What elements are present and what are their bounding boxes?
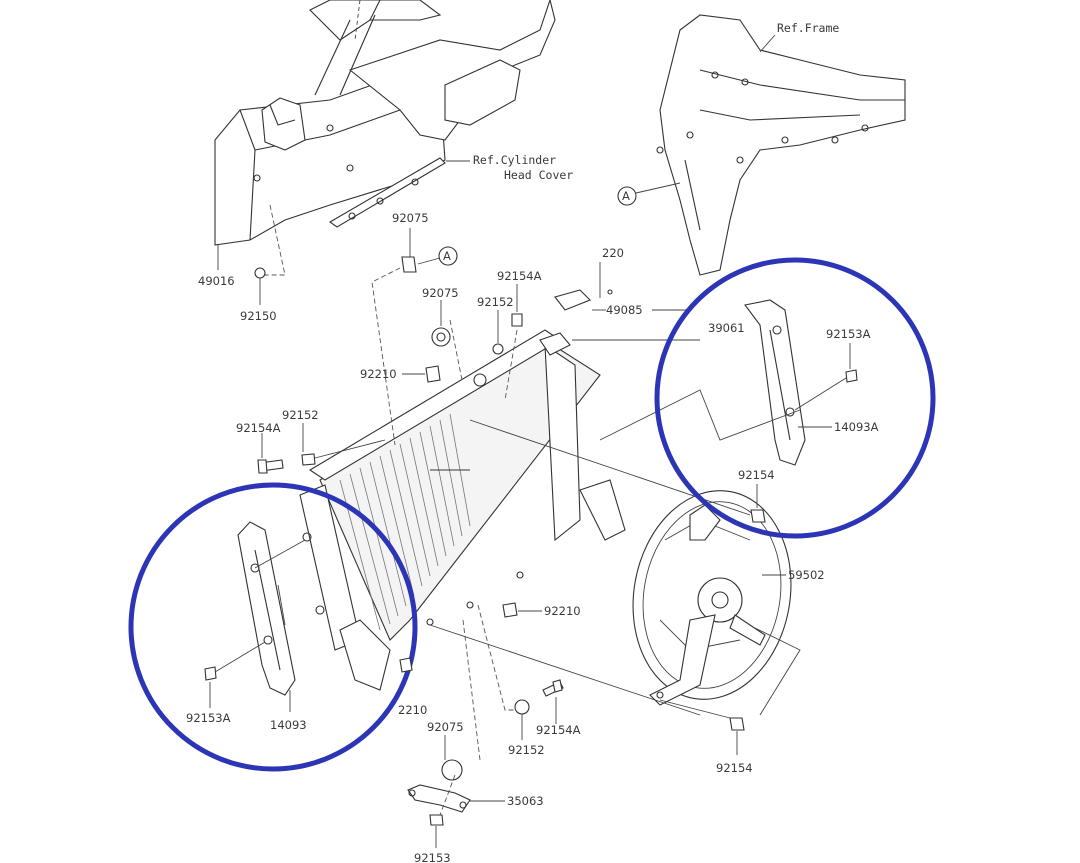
ref-head-cover-label: Head Cover [504,168,573,182]
part-label-92153a-left: 92153A [186,711,231,725]
part-label-92152-top: 92152 [477,295,514,309]
marker-a-frame [617,186,637,206]
part-label-92075-mid: 92075 [422,286,459,300]
frame-tube-outline [309,0,442,96]
part-label-14093: 14093 [270,718,307,732]
collar-92152-bottom-icon [514,699,530,715]
part-label-59502: 59502 [788,568,825,582]
part-label-92210-top: 92210 [360,367,397,381]
marker-a-grommet [438,246,458,266]
part-label-92210-bottom: 2210 [398,703,427,717]
part-label-35063: 35063 [507,794,544,808]
part-label-92210-mid: 92210 [544,604,581,618]
part-label-92154-bottom: 92154 [716,761,753,775]
bolt-92154a-left-icon [257,459,284,474]
part-label-92154a-top: 92154A [497,269,542,283]
part-label-92150: 92150 [240,309,277,323]
bolt-92154a-bottom-icon [542,679,564,697]
part-label-220: 220 [602,246,624,260]
grommet-92075-bottom-icon [441,759,463,781]
radiator-core [299,329,626,691]
marker-a-frame-letter: A [622,189,630,203]
ref-frame-label: Ref.Frame [777,21,839,35]
part-label-92153a-right: 92153A [826,327,871,341]
part-label-92152-left: 92152 [282,408,319,422]
clip-92210-mid-icon [502,602,518,618]
part-label-92154a-bottom: 92154A [536,723,581,737]
part-label-49016: 49016 [198,274,235,288]
side-cover-14093 [237,521,325,696]
grommet-92150-icon [254,267,266,279]
cylinder-head-cover [348,0,556,141]
part-label-92152-bottom: 92152 [508,743,545,757]
radiator-hose-outlet [579,479,626,541]
radiator-fins [339,413,471,631]
clip-92210-bottom-icon [399,657,413,673]
grommet-92075-mid-icon [431,327,451,347]
head-cover-shroud [214,74,446,246]
highlight-circle-left [128,482,418,772]
collar-92152-left-icon [301,453,316,466]
part-label-92154a-left: 92154A [236,421,281,435]
bracket-35063 [407,784,471,813]
part-label-92153: 92153 [414,851,451,863]
radiator-lower-outlet [339,619,391,691]
bolt-92154-right-icon [750,509,766,523]
bolt-92153a-left-icon [204,666,217,681]
part-label-92154-right: 92154 [738,468,775,482]
part-label-39061: 39061 [708,321,745,335]
highlight-circle-right [654,257,936,539]
shroud-trim-strip [328,157,470,228]
bolt-92154-bottom-icon [729,717,745,731]
part-label-92075-bottom: 92075 [427,720,464,734]
collar-92152-top-icon [492,343,504,355]
clip-92210-top-icon [425,365,441,383]
fan-bracket-lower [649,614,716,706]
part-label-92075-top: 92075 [392,211,429,225]
side-cover-14093a [744,299,806,466]
grommet-92075-top-icon [401,256,417,273]
part-label-49085: 49085 [606,303,643,317]
cooling-fan [632,490,792,706]
part-label-14093a: 14093A [834,420,879,434]
bolt-92154a-top-icon [511,313,523,327]
bolt-92153a-right-icon [845,369,858,383]
bolt-92153-icon [429,814,444,826]
ref-cylinder-label: Ref.Cylinder [473,153,556,167]
marker-a-grommet-letter: A [443,249,451,263]
frame-section [656,14,906,276]
radiator-cap [539,289,591,356]
